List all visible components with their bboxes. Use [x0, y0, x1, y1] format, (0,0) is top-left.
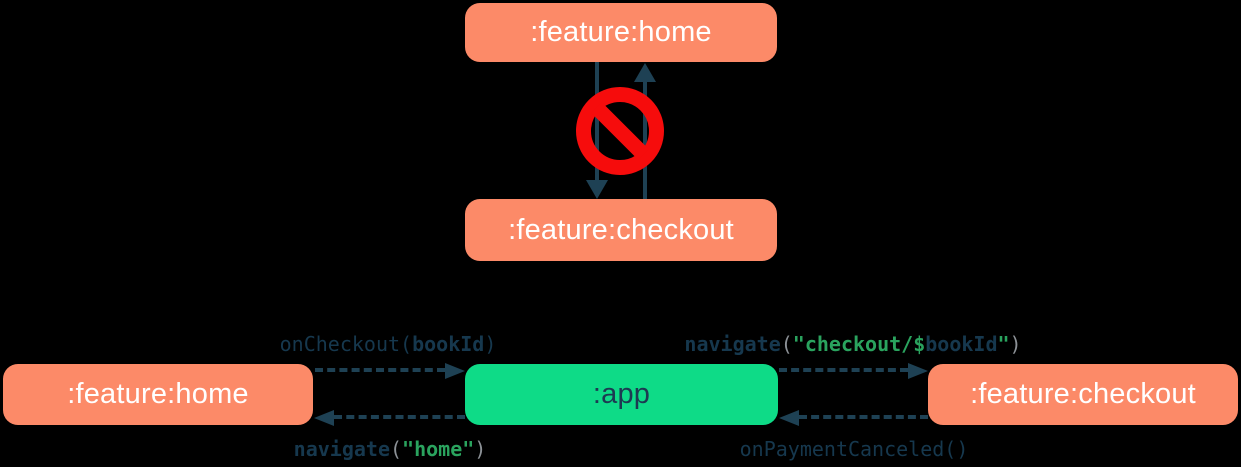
arrow-onpaymentcanceled-line: [799, 415, 928, 419]
code-token: onCheckout(: [279, 332, 413, 356]
code-token: bookId: [412, 332, 485, 356]
code-token: "checkout/$: [792, 332, 926, 356]
no-entry-icon: [576, 87, 664, 175]
code-label-navigate-checkout: navigate("checkout/$bookId"): [653, 331, 1053, 357]
arrow-navigate-home-head: [314, 410, 334, 426]
code-label-navigate-home: navigate("home"): [240, 436, 540, 462]
app-module: :app: [465, 364, 778, 425]
arrow-oncheckout-line: [315, 368, 445, 372]
code-token: onPaymentCanceled(): [739, 437, 969, 461]
code-token: ): [1009, 332, 1022, 356]
code-token: "home": [402, 437, 475, 461]
code-token: bookId: [925, 332, 998, 356]
code-token: (: [780, 332, 793, 356]
no-entry-slash: [591, 102, 649, 160]
arrow-navigate-checkout-head: [908, 363, 928, 379]
feature-checkout-module: :feature:checkout: [928, 364, 1238, 425]
code-token: ): [474, 437, 487, 461]
code-label-oncheckout: onCheckout(bookId): [238, 331, 538, 357]
code-label-onpaymentcanceled: onPaymentCanceled(): [704, 436, 1004, 462]
arrow-navigate-checkout-line: [779, 368, 908, 372]
arrow-navigate-home-line: [334, 415, 465, 419]
code-token: navigate: [293, 437, 390, 461]
arrow-home-to-checkout-head: [586, 180, 608, 199]
arrow-checkout-to-home-head: [634, 63, 656, 82]
code-token: ": [997, 332, 1010, 356]
code-token: ): [484, 332, 497, 356]
arrow-oncheckout-head: [445, 363, 465, 379]
feature-home-module: :feature:home: [3, 364, 313, 425]
top-feature-checkout-module: :feature:checkout: [465, 199, 777, 261]
code-token: navigate: [684, 332, 781, 356]
top-feature-home-module: :feature:home: [465, 3, 777, 62]
code-token: (: [389, 437, 403, 461]
arrow-onpaymentcanceled-head: [779, 410, 799, 426]
